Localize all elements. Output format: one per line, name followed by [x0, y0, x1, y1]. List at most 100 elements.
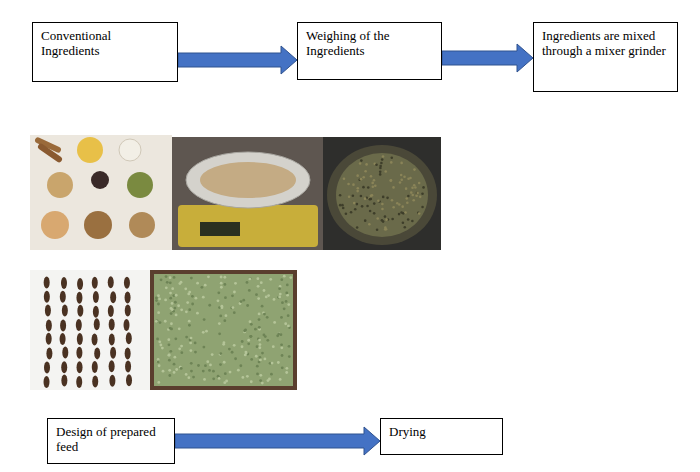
feed-crumb: [250, 380, 253, 383]
feed-grain: [356, 226, 359, 229]
feed-pellet: [77, 278, 83, 290]
mixed-feed-photo: [323, 137, 441, 250]
feed-crumb: [170, 327, 173, 330]
feed-crumb: [178, 347, 181, 350]
feed-crumb: [180, 345, 183, 348]
feed-crumb: [220, 282, 223, 285]
feed-grain: [416, 192, 419, 195]
feed-grain: [421, 206, 424, 209]
feed-crumb: [160, 278, 163, 281]
feed-crumb: [223, 283, 226, 286]
feed-crumb: [246, 281, 249, 284]
feed-crumb: [194, 341, 197, 344]
feed-crumb: [284, 322, 287, 325]
feed-crumb: [255, 355, 258, 358]
feed-grain: [379, 173, 382, 176]
feed-crumb: [197, 364, 200, 367]
feed-grain: [368, 223, 371, 226]
feed-grain: [411, 220, 414, 223]
feed-crumb: [288, 345, 291, 348]
feed-pellet: [93, 291, 99, 303]
feed-crumb: [285, 291, 288, 294]
feed-pellet: [77, 333, 83, 345]
feed-crumb: [202, 346, 205, 349]
feed-crumb: [191, 303, 194, 306]
feed-grain: [390, 156, 393, 159]
feed-crumb: [196, 282, 199, 285]
feed-pellet: [92, 277, 98, 289]
feed-grain: [412, 199, 415, 202]
feed-crumb: [255, 293, 258, 296]
feed-pellet: [108, 276, 114, 288]
feed-grain: [414, 186, 417, 189]
feed-grain: [356, 190, 359, 193]
feed-grain: [352, 183, 355, 186]
feed-crumb: [258, 346, 261, 349]
feed-crumb: [157, 381, 160, 384]
block-arrow: [178, 46, 297, 74]
feed-crumb: [164, 299, 167, 302]
feed-pellet: [126, 374, 132, 386]
feed-crumb: [217, 299, 220, 302]
feed-grain: [409, 177, 412, 180]
grain-pile: [77, 137, 103, 163]
feed-pellet: [62, 346, 68, 358]
feed-grain: [404, 211, 407, 214]
feed-crumb: [174, 307, 177, 310]
feed-crumb: [173, 276, 176, 279]
feed-crumb: [219, 353, 222, 356]
feed-crumb: [223, 341, 226, 344]
feed-crumb: [283, 275, 286, 278]
feed-grain: [374, 184, 377, 187]
feed-crumb: [203, 318, 206, 321]
feed-crumb: [233, 344, 236, 347]
feed-crumb: [208, 304, 211, 307]
feed-crumb: [249, 320, 252, 323]
feed-crumb: [242, 299, 245, 302]
feed-grain: [364, 170, 367, 173]
feed-crumb: [225, 314, 228, 317]
feed-crumb: [155, 320, 158, 323]
feed-crumb: [256, 345, 259, 348]
feed-crumb: [264, 357, 267, 360]
feed-crumb: [168, 369, 171, 372]
feed-grain: [400, 179, 403, 182]
feed-crumb: [219, 363, 222, 366]
feed-crumb: [194, 351, 197, 354]
powder-bowl: [47, 172, 73, 198]
feed-crumb: [195, 297, 198, 300]
feed-crumb: [171, 287, 174, 290]
feed-grain: [418, 182, 421, 185]
feed-grain: [411, 194, 414, 197]
feed-pellet: [46, 348, 52, 360]
feed-grain: [369, 210, 372, 213]
feed-crumb: [190, 362, 193, 365]
feed-crumb: [256, 277, 259, 280]
feed-crumb: [266, 339, 269, 342]
feed-crumb: [277, 361, 280, 364]
feed-crumb: [178, 327, 181, 330]
feed-crumb: [246, 304, 249, 307]
photo-ground: [172, 137, 323, 250]
feed-grain: [410, 191, 413, 194]
feed-grain: [391, 218, 394, 221]
feed-grain: [342, 207, 345, 210]
feed-crumb: [207, 275, 210, 278]
feed-grain: [405, 187, 408, 190]
feed-pellet: [109, 360, 115, 372]
feed-crumb: [272, 345, 275, 348]
feed-pellet: [46, 333, 52, 345]
feed-crumb: [188, 291, 191, 294]
feed-grain: [403, 226, 406, 229]
feed-crumb: [280, 343, 283, 346]
feed-crumb: [220, 276, 223, 279]
feed-crumb: [254, 328, 257, 331]
feed-grain: [379, 165, 382, 168]
mixed-feed: [336, 153, 428, 237]
feed-crumb: [273, 298, 276, 301]
feed-pellet: [125, 348, 131, 360]
feed-pellet: [92, 375, 98, 387]
feed-grain: [407, 218, 410, 221]
pellets-photo: [30, 270, 150, 390]
feed-crumb: [228, 348, 231, 351]
